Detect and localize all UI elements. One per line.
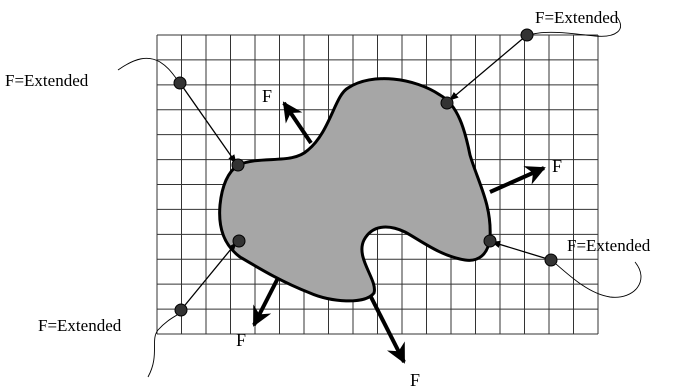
- leader-bottom-left: [147, 314, 178, 378]
- grid-nodes: [173, 28, 558, 317]
- force-arrow-bottom: [369, 296, 406, 364]
- leader-right: [555, 261, 642, 298]
- label-extended-top-left: F=Extended: [5, 71, 89, 90]
- node-boundary-bottom-left: [232, 234, 246, 248]
- force-arrow-right: [489, 166, 546, 194]
- node-boundary-top-right: [440, 96, 454, 110]
- extension-line-right: [491, 240, 552, 261]
- label-extended-top-right: F=Extended: [535, 8, 619, 27]
- extension-line-bottom-left: [180, 242, 237, 311]
- leader-top-left: [117, 57, 177, 79]
- force-arrow-top-left: [282, 101, 313, 145]
- node-outer-right: [544, 253, 558, 267]
- extension-line-top-right: [449, 34, 528, 101]
- label-force-bottom: F: [410, 370, 420, 389]
- node-boundary-top-left: [231, 158, 245, 172]
- label-force-bottom-left: F: [236, 330, 246, 350]
- label-force-right: F: [552, 156, 562, 176]
- label-leaders: [117, 15, 642, 378]
- node-outer-bottom-left: [174, 303, 188, 317]
- interface-region: [218, 77, 492, 303]
- label-extended-bottom-left: F=Extended: [38, 316, 122, 335]
- force-arrow-bottom-left: [252, 277, 280, 327]
- extension-lines: [179, 34, 552, 311]
- leader-top-right: [532, 15, 622, 37]
- node-outer-top-right: [520, 28, 534, 42]
- label-extended-right: F=Extended: [567, 236, 651, 255]
- node-boundary-right: [483, 234, 497, 248]
- extension-line-top-left: [179, 82, 237, 164]
- label-force-top-left: F: [262, 86, 272, 106]
- force-arrows: [252, 101, 546, 364]
- node-outer-top-left: [173, 76, 187, 90]
